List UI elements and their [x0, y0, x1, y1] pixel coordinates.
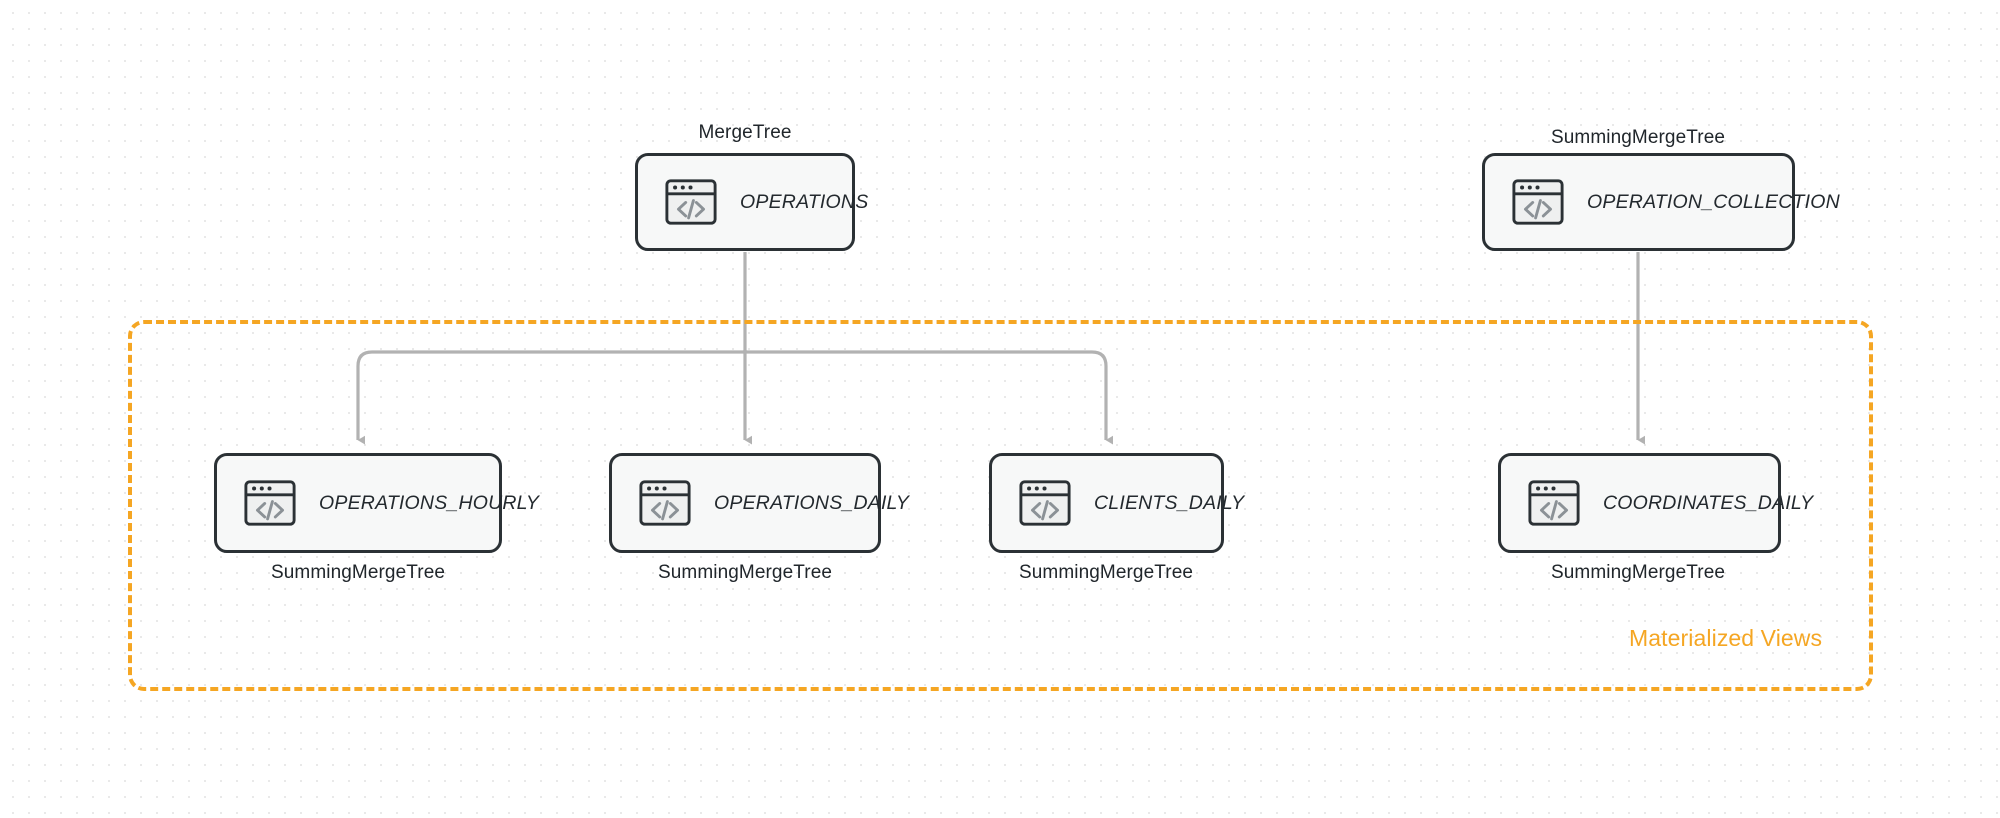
node-operations[interactable]: OPERATIONS	[635, 153, 868, 251]
engine-caption-coordinates-daily: SummingMergeTree	[1550, 562, 1726, 583]
engine-caption-operations: MergeTree	[698, 122, 792, 143]
materialized-views-label: Materialized Views	[1629, 625, 1823, 651]
engine-caption-operations-hourly: SummingMergeTree	[270, 562, 446, 583]
code-window-icon	[639, 480, 691, 526]
node-clients-daily[interactable]: CLIENTS_DAILY	[989, 453, 1244, 553]
node-label-operations-daily: OPERATIONS_DAILY	[714, 491, 910, 514]
node-label-operations: OPERATIONS	[740, 190, 869, 213]
code-window-icon	[1528, 480, 1580, 526]
code-window-icon	[665, 179, 717, 225]
node-operations-daily[interactable]: OPERATIONS_DAILY	[609, 453, 909, 553]
materialized-views-group	[128, 320, 1873, 691]
node-operation-collection[interactable]: OPERATION_COLLECTION	[1482, 153, 1840, 251]
engine-caption-operation-collection: SummingMergeTree	[1550, 127, 1726, 148]
node-label-operation-collection: OPERATION_COLLECTION	[1587, 190, 1840, 213]
node-label-coordinates-daily: COORDINATES_DAILY	[1603, 491, 1814, 514]
node-label-operations-hourly: OPERATIONS_HOURLY	[319, 491, 540, 514]
code-window-icon	[1019, 480, 1071, 526]
node-operations-hourly[interactable]: OPERATIONS_HOURLY	[214, 453, 539, 553]
node-label-clients-daily: CLIENTS_DAILY	[1094, 491, 1245, 514]
node-coordinates-daily[interactable]: COORDINATES_DAILY	[1498, 453, 1813, 553]
code-window-icon	[1512, 179, 1564, 225]
code-window-icon	[244, 480, 296, 526]
engine-caption-operations-daily: SummingMergeTree	[657, 562, 833, 583]
engine-caption-clients-daily: SummingMergeTree	[1018, 562, 1194, 583]
